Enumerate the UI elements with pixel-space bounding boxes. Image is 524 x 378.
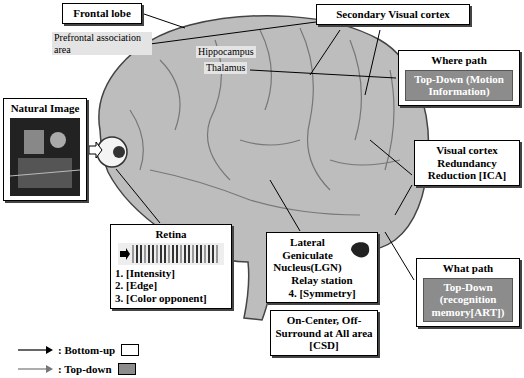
brain-area-label: Prefrontal association area (52, 32, 152, 55)
box-text: 1. [Intensity] (115, 267, 227, 280)
label-box: On-Center, Off-Surround at All area [CSD… (270, 310, 378, 356)
box-heading: Retina (115, 228, 227, 241)
label-box: Visual cortexRedundancy Reduction [ICA] (414, 140, 520, 186)
natural-image-picture (10, 118, 80, 196)
legend-row: : Top-down (58, 362, 136, 376)
label-box: Lateral Geniculate Nucleus(LGN) Relay st… (266, 232, 378, 303)
top-down-box: Top-Down (Motion Information) (405, 70, 513, 101)
box-heading: Where path (403, 54, 515, 67)
label-box: Natural Image (3, 98, 87, 201)
label-box: Secondary Visual cortex (316, 4, 470, 25)
label-box: Where pathTop-Down (Motion Information) (398, 50, 520, 106)
box-heading: Top-Down (recognition memory[ART]) (427, 281, 509, 319)
box-heading: What path (421, 262, 515, 275)
box-heading: Natural Image (8, 102, 82, 115)
lgn-picture (347, 238, 373, 262)
legend-swatch (118, 363, 136, 375)
box-heading: Lateral Geniculate Nucleus(LGN) Relay st… (271, 236, 373, 287)
box-text: 2. [Edge] (115, 279, 227, 292)
brain-area-label: Thalamus (204, 62, 247, 74)
label-box: What pathTop-Down (recognition memory[AR… (416, 258, 520, 327)
label-box: Retina 1. [Intensity]2. [Edge]3. [Color o… (110, 224, 232, 309)
box-heading: Secondary Visual cortex (321, 8, 465, 21)
legend-text: : Top-down (58, 363, 112, 375)
legend-row: : Bottom-up (58, 343, 139, 357)
box-text: 3. [Color opponent] (115, 292, 227, 305)
box-text: 4. [Symmetry] (271, 287, 373, 300)
box-text: Redundancy Reduction [ICA] (419, 157, 515, 182)
retina-picture (118, 243, 224, 265)
box-heading: Visual cortex (419, 144, 515, 157)
brain-area-label: Hippocampus (196, 46, 256, 58)
box-heading: On-Center, Off-Surround at All area [CSD… (275, 314, 373, 352)
label-box: Frontal lobe (62, 3, 142, 24)
legend-text: : Bottom-up (58, 344, 115, 356)
legend-swatch (121, 344, 139, 356)
box-heading: Top-Down (Motion Information) (409, 73, 509, 98)
box-heading: Frontal lobe (67, 7, 137, 20)
top-down-box: Top-Down (recognition memory[ART]) (423, 278, 513, 322)
